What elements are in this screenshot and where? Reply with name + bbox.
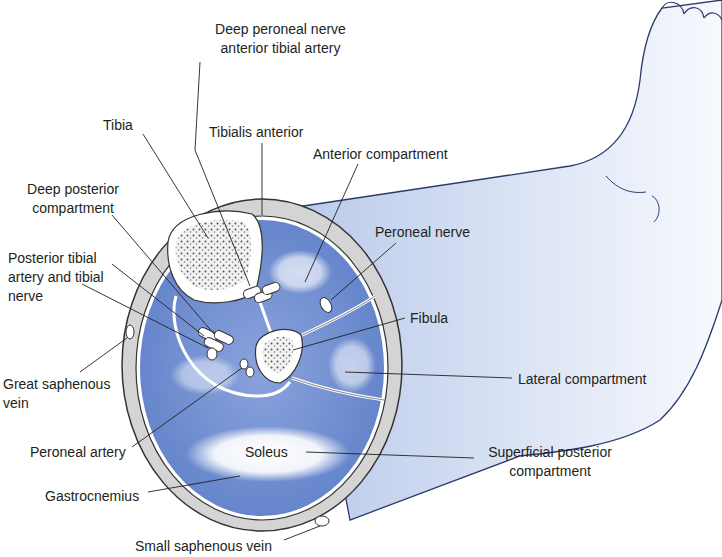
part-label: Deep posterior compartment: [20, 180, 126, 218]
part-label: Small saphenous vein: [135, 537, 272, 556]
lateral-highlight: [328, 337, 376, 393]
fibula: [256, 329, 303, 383]
septa-outline: [292, 296, 384, 400]
part-label: Lateral compartment: [518, 370, 646, 389]
fibula-marrow: [263, 337, 294, 373]
part-label: Fibula: [410, 309, 448, 328]
tibia: [168, 211, 263, 303]
vessels: [126, 281, 334, 526]
toe-lines: [662, 2, 722, 20]
part-label: Anterior compartment: [313, 145, 448, 164]
part-label: Tibialis anterior: [209, 123, 303, 142]
tibia-marrow: [176, 220, 251, 290]
ankle-lines: [606, 176, 659, 222]
part-label: Great saphenous vein: [3, 375, 119, 413]
deep-highlight: [170, 355, 240, 395]
part-label: Tibia: [103, 116, 133, 135]
part-label: Peroneal artery: [30, 443, 126, 462]
part-label: Posterior tibial artery and tibial nerve: [8, 249, 110, 306]
part-label: Peroneal nerve: [375, 223, 470, 242]
soleus-area: [186, 426, 350, 482]
part-label: Gastrocnemius: [45, 487, 139, 506]
skin-ring: [122, 199, 402, 531]
leader-line: [80, 62, 512, 540]
part-label: Superficial posterior compartment: [474, 443, 626, 481]
part-label: Deep peroneal nerve anterior tibial arte…: [193, 20, 368, 58]
septa: [174, 288, 384, 400]
part-label: Soleus: [245, 443, 288, 462]
